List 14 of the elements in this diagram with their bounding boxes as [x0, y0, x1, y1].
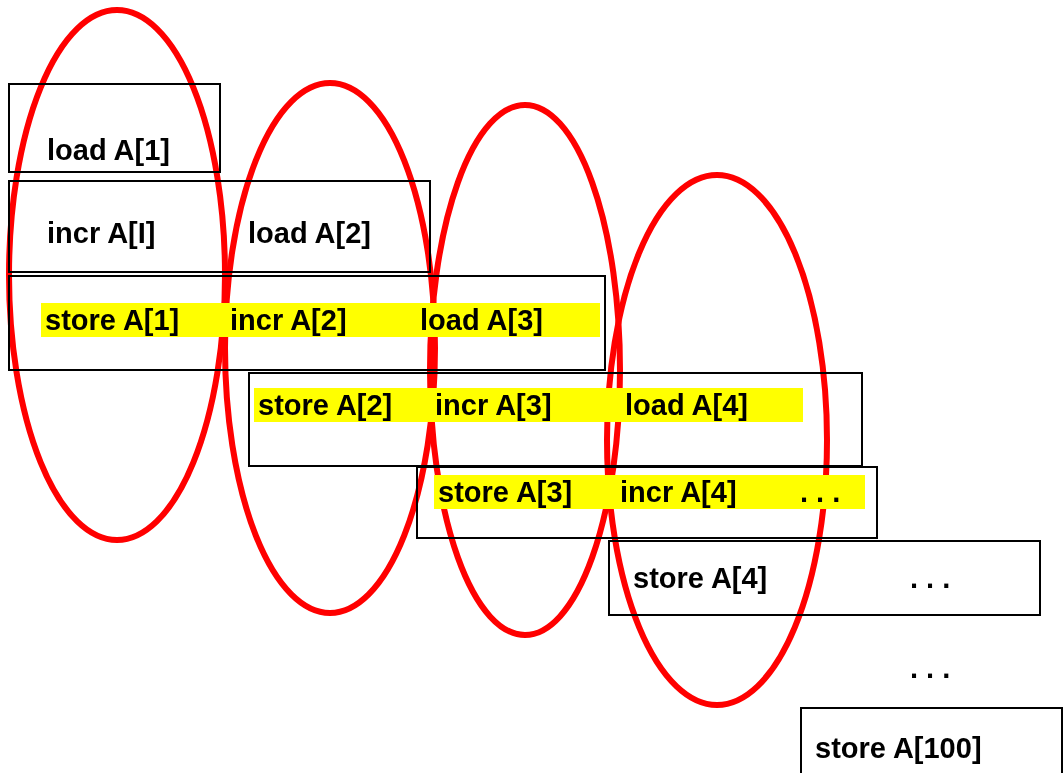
- pipeline-stage-box: [416, 466, 878, 539]
- pipeline-stage-box: [8, 275, 606, 371]
- instruction-text: store A[100]: [815, 731, 982, 765]
- pipeline-stage-box: [248, 372, 863, 467]
- instruction-text: load A[2]: [248, 216, 371, 250]
- instruction-text: incr A[I]: [47, 216, 156, 250]
- pipeline-stage-box: [8, 83, 221, 173]
- instruction-text: load A[1]: [47, 133, 170, 167]
- pipeline-stage-box: [8, 180, 431, 273]
- pipeline-stage-box: [608, 540, 1041, 616]
- instruction-text: . . .: [910, 561, 951, 595]
- ellipsis-text: . . .: [910, 651, 951, 685]
- pipeline-stage-box: [800, 707, 1063, 773]
- instruction-text: store A[4]: [633, 561, 768, 595]
